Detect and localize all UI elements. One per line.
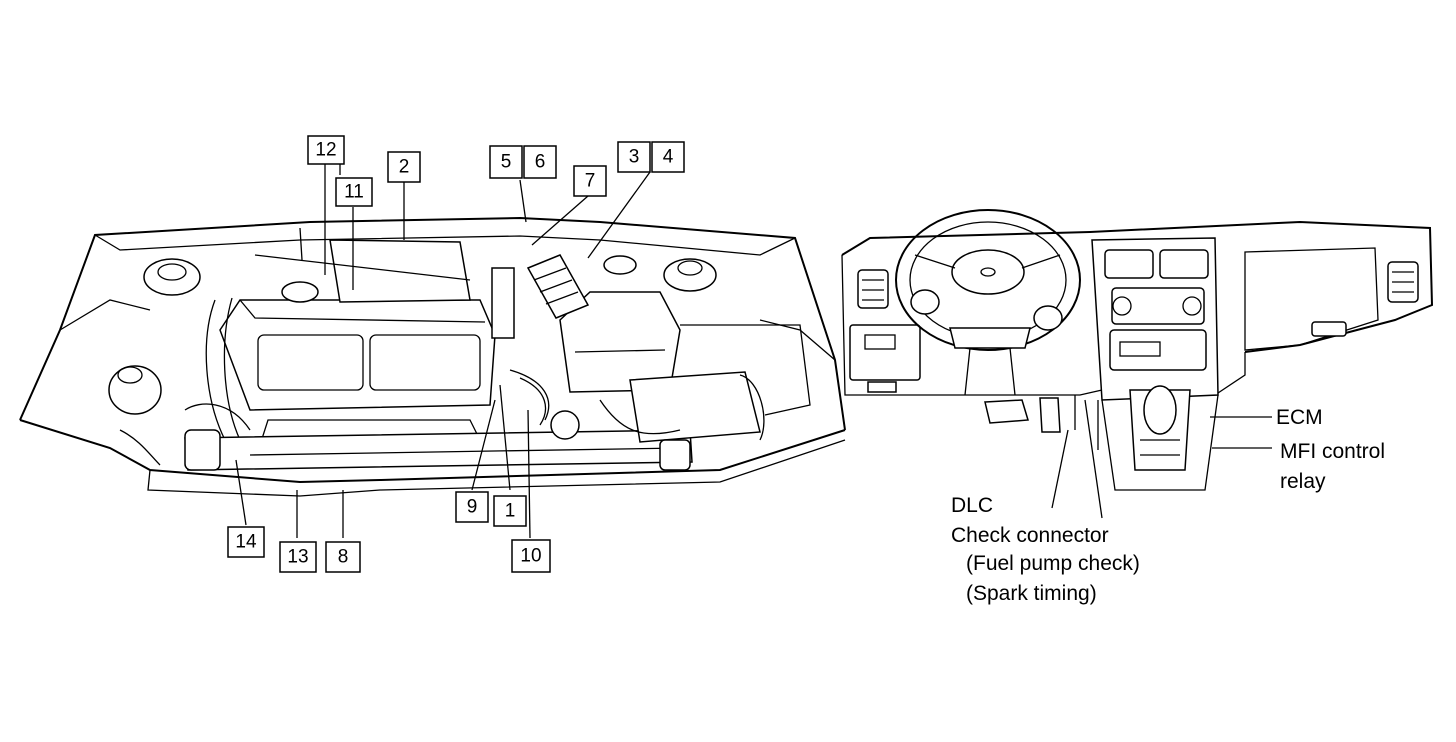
- callout-number: 12: [315, 140, 336, 161]
- spark-timing-label: (Spark timing): [966, 582, 1097, 605]
- callout-13: 13: [279, 541, 317, 573]
- callout-9: 9: [455, 491, 489, 523]
- callout-number: 6: [535, 152, 546, 173]
- callout-14: 14: [227, 526, 265, 558]
- callout-5: 5: [489, 145, 523, 179]
- callout-10: 10: [511, 539, 551, 573]
- ecm-label: ECM: [1276, 406, 1323, 429]
- callout-8: 8: [325, 541, 361, 573]
- callout-1: 1: [493, 495, 527, 527]
- callout-number: 13: [287, 547, 308, 568]
- callout-12: 12: [307, 135, 345, 165]
- callout-4: 4: [651, 141, 685, 173]
- mfi-control-relay-label-line1: MFI control: [1280, 440, 1385, 463]
- callout-number: 4: [663, 147, 674, 168]
- engine-bay-illustration: [19, 216, 846, 497]
- callout-number: 8: [338, 547, 349, 568]
- check-connector-label: Check connector: [951, 524, 1109, 547]
- callout-number: 9: [467, 497, 478, 518]
- callout-number: 1: [505, 501, 516, 522]
- callout-7: 7: [573, 165, 607, 197]
- interior-leaders: [1051, 399, 1272, 519]
- callout-number: 7: [585, 171, 596, 192]
- dlc-label: DLC: [951, 494, 993, 517]
- callout-3: 3: [617, 141, 651, 173]
- mfi-control-relay-label-line2: relay: [1280, 470, 1326, 493]
- callout-number: 3: [629, 147, 640, 168]
- callout-number: 14: [235, 532, 257, 553]
- callout-11: 11: [335, 177, 373, 207]
- callout-number: 11: [344, 182, 364, 203]
- fuel-pump-check-label: (Fuel pump check): [966, 552, 1140, 575]
- dashboard-illustration: [841, 209, 1434, 491]
- callout-number: 2: [399, 157, 410, 178]
- callout-2: 2: [387, 151, 421, 183]
- callout-6: 6: [523, 145, 557, 179]
- callout-number: 10: [520, 546, 541, 567]
- callout-number: 5: [501, 152, 512, 173]
